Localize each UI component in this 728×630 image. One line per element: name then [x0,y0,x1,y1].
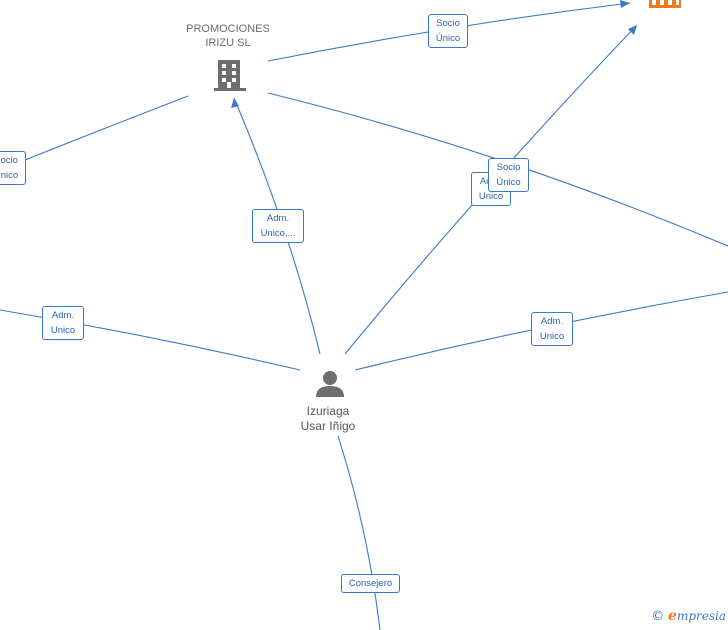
copyright-icon: © [651,609,665,624]
edge-label-adm-unico-left[interactable]: Adm. Unico [42,306,84,340]
company-name-line: PROMOCIONES [186,23,270,35]
edge-label-line: Socio [496,162,521,173]
person-name-line: Izuriaga [306,404,350,418]
edge-label-line: Socio [436,18,460,29]
edge-label-line: Unico [539,331,565,342]
edge-label-line: Unico [50,325,76,336]
edge-label-line: Adm. [540,316,564,327]
edge-label-line: Unico [478,191,504,202]
arrowhead-topright-person [628,25,637,35]
arrowhead-topright [620,0,630,8]
person-icon [316,371,344,397]
edge-label-adm-unico-promociones[interactable]: Adm. Unico,... [252,209,304,243]
edge-label-socio-unico-top[interactable]: Socio Único [428,14,468,48]
person-name-line: Usar Iñigo [300,419,356,433]
edge-label-line: Consejero [348,578,393,589]
building-icon [649,0,681,8]
edge-label-consejero[interactable]: Consejero [341,574,400,593]
edge-label-line: Único [0,170,19,181]
edge-label-line: Socio [0,155,18,166]
brand-initial: e [668,608,677,624]
brand-name: mpresia [676,609,726,623]
edge-promociones-to-left [19,95,189,163]
edge-label-line: Único [435,33,461,44]
edge-label-socio-unico-left[interactable]: Socio Único [0,151,26,185]
company-name-line: IRIZU SL [205,37,251,49]
edge-person-to-bottom [337,435,381,630]
edge-label-line: Adm. [51,310,75,321]
edge-label-line: Adm. [266,213,290,224]
company-name-promociones[interactable]: PROMOCIONES IRIZU SL [178,22,278,50]
brand-watermark: © empresia [651,608,726,624]
person-name[interactable]: Izuriaga Usar Iñigo [278,404,378,434]
edge-label-line: Unico,... [260,228,296,239]
edge-label-socio-unico-center[interactable]: Socio Único [488,158,529,192]
edge-label-line: Único [496,177,521,188]
edge-person-to-left [0,309,301,371]
edge-label-adm-unico-right[interactable]: Adm. Unico [531,312,573,346]
building-icon [214,60,246,91]
arrowhead-promociones [231,98,239,108]
